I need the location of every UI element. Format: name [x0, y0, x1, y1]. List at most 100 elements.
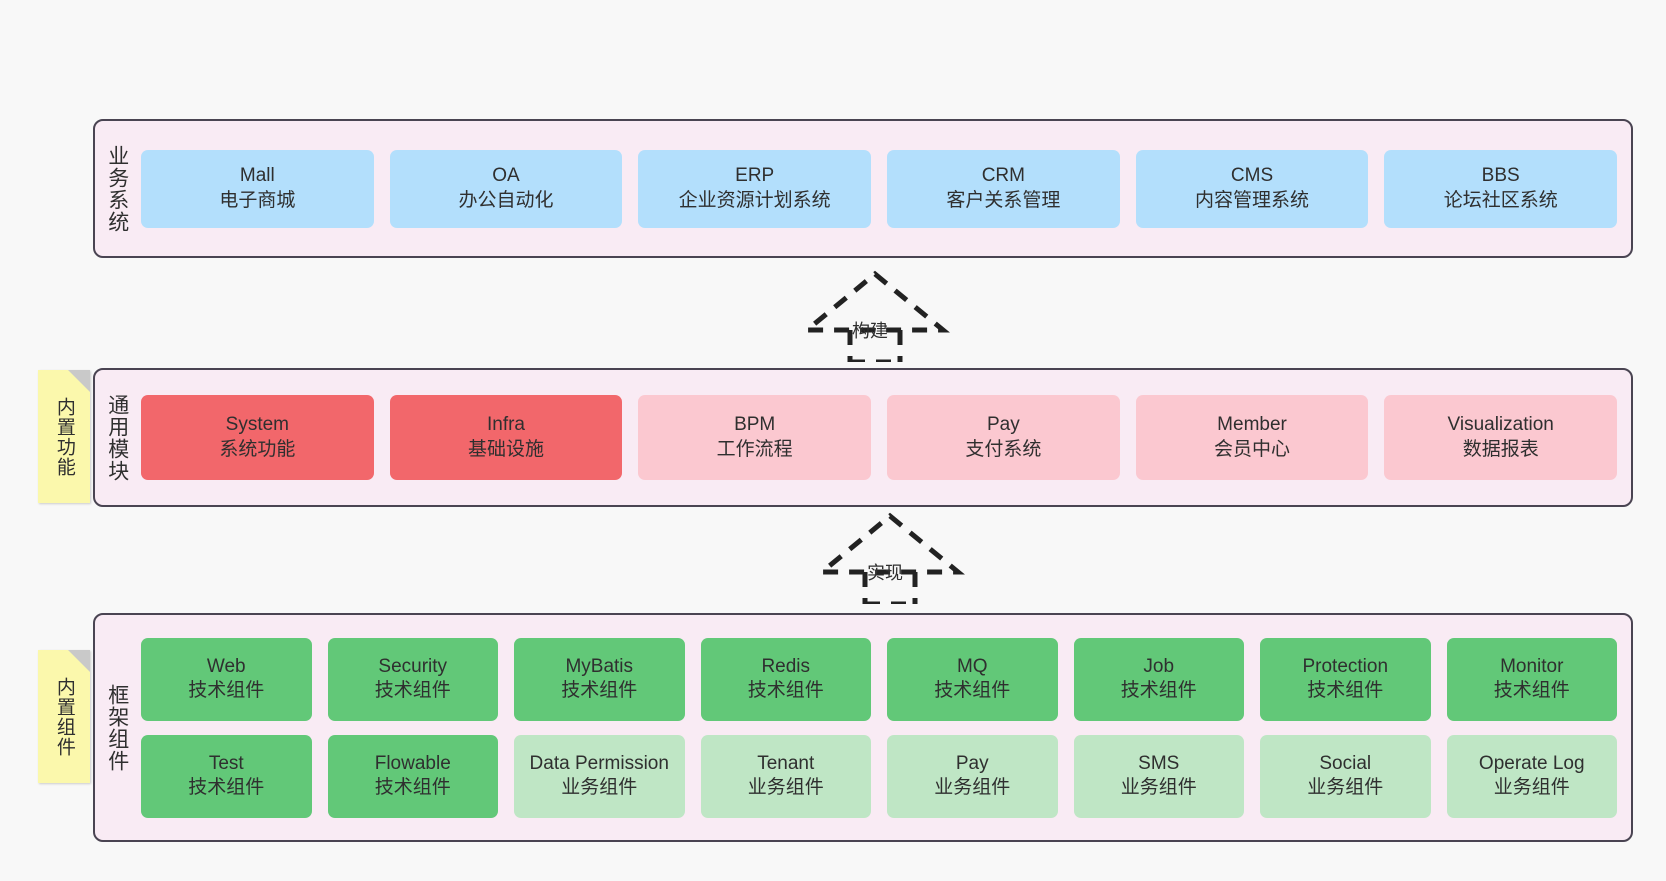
layer-body-framework-components: Web 技术组件 Security 技术组件 MyBatis 技术组件 Redi…: [139, 615, 1631, 840]
node-data-permission-en: Data Permission: [529, 752, 669, 774]
node-redis[interactable]: Redis 技术组件: [700, 637, 871, 721]
node-mybatis-en: MyBatis: [565, 655, 634, 677]
node-mall-en: Mall: [239, 165, 275, 187]
node-pay-module[interactable]: Pay 支付系统: [887, 395, 1120, 480]
node-erp-en: ERP: [735, 165, 775, 187]
node-test[interactable]: Test 技术组件: [141, 734, 312, 818]
connector-implement: 实现: [815, 512, 965, 604]
node-job-en: Job: [1143, 655, 1175, 677]
sticky-note-builtin-features-label: 内置功能: [53, 396, 75, 477]
node-cms-en: CMS: [1230, 165, 1274, 187]
node-bbs[interactable]: BBS 论坛社区系统: [1384, 149, 1618, 228]
node-bpm[interactable]: BPM 工作流程: [638, 395, 872, 480]
node-member-cn: 会员中心: [1214, 438, 1291, 460]
node-redis-cn: 技术组件: [747, 680, 824, 701]
node-social[interactable]: Social 业务组件: [1260, 734, 1431, 818]
node-job-cn: 技术组件: [1120, 680, 1197, 701]
node-system-en: System: [225, 414, 290, 436]
layer-framework-components[interactable]: 框架组件 Web 技术组件 Security 技术组件 MyBatis 技术组件…: [93, 613, 1633, 842]
node-protection[interactable]: Protection 技术组件: [1260, 637, 1431, 721]
node-infra-cn: 基础设施: [468, 438, 545, 460]
node-mq-en: MQ: [956, 655, 988, 677]
node-social-cn: 业务组件: [1307, 777, 1384, 798]
node-mall-cn: 电子商城: [219, 189, 296, 211]
node-infra[interactable]: Infra 基础设施: [389, 395, 623, 480]
node-visualization-cn: 数据报表: [1462, 438, 1539, 460]
node-pay-component[interactable]: Pay 业务组件: [887, 734, 1058, 818]
node-pay-module-en: Pay: [986, 414, 1020, 436]
node-flowable-cn: 技术组件: [374, 777, 451, 798]
connector-implement-label: 实现: [867, 563, 903, 583]
node-operate-log-cn: 业务组件: [1493, 777, 1570, 798]
layer-common-modules[interactable]: 通用模块 System 系统功能 Infra 基础设施 BPM 工作流程 Pay…: [93, 368, 1633, 507]
node-sms-en: SMS: [1138, 752, 1180, 774]
node-erp-cn: 企业资源计划系统: [678, 189, 831, 211]
node-oa-cn: 办公自动化: [458, 189, 554, 211]
row-framework-tech: Web 技术组件 Security 技术组件 MyBatis 技术组件 Redi…: [141, 637, 1617, 721]
node-job[interactable]: Job 技术组件: [1073, 637, 1244, 721]
node-crm-cn: 客户关系管理: [946, 189, 1061, 211]
node-crm-en: CRM: [981, 165, 1025, 187]
node-oa[interactable]: OA 办公自动化: [389, 149, 623, 228]
node-erp[interactable]: ERP 企业资源计划系统: [638, 149, 872, 228]
node-monitor-en: Monitor: [1500, 655, 1564, 677]
node-operate-log-en: Operate Log: [1478, 752, 1585, 774]
node-member-en: Member: [1217, 414, 1287, 436]
node-bpm-cn: 工作流程: [716, 438, 793, 460]
node-protection-cn: 技术组件: [1307, 680, 1384, 701]
node-bbs-en: BBS: [1481, 165, 1520, 187]
connector-build-arrow: [800, 270, 950, 362]
node-mq[interactable]: MQ 技术组件: [887, 637, 1058, 721]
node-member[interactable]: Member 会员中心: [1135, 395, 1369, 480]
row-business-systems: Mall 电子商城 OA 办公自动化 ERP 企业资源计划系统 CRM 客户关系…: [141, 149, 1618, 228]
layer-title-common-modules: 通用模块: [105, 393, 129, 482]
node-data-permission-cn: 业务组件: [561, 777, 638, 798]
node-cms-cn: 内容管理系统: [1195, 189, 1310, 211]
node-system[interactable]: System 系统功能: [141, 395, 374, 480]
node-sms[interactable]: SMS 业务组件: [1073, 734, 1244, 818]
node-security-en: Security: [378, 655, 448, 677]
node-data-permission[interactable]: Data Permission 业务组件: [514, 734, 685, 818]
layer-title-framework-components: 框架组件: [105, 683, 129, 772]
layer-body-common-modules: System 系统功能 Infra 基础设施 BPM 工作流程 Pay 支付系统…: [139, 370, 1631, 505]
sticky-note-builtin-components: 内置组件: [38, 650, 90, 783]
node-pay-component-cn: 业务组件: [934, 777, 1011, 798]
node-web[interactable]: Web 技术组件: [141, 637, 312, 721]
sticky-note-builtin-components-label: 内置组件: [53, 676, 75, 757]
node-pay-component-en: Pay: [955, 752, 989, 774]
row-common-modules: System 系统功能 Infra 基础设施 BPM 工作流程 Pay 支付系统…: [141, 395, 1618, 480]
node-security[interactable]: Security 技术组件: [327, 637, 498, 721]
node-social-en: Social: [1319, 752, 1372, 774]
node-mq-cn: 技术组件: [934, 680, 1011, 701]
node-test-en: Test: [208, 752, 244, 774]
node-crm[interactable]: CRM 客户关系管理: [887, 149, 1120, 228]
node-oa-en: OA: [492, 165, 520, 187]
node-mybatis[interactable]: MyBatis 技术组件: [514, 637, 685, 721]
node-flowable[interactable]: Flowable 技术组件: [327, 734, 498, 818]
layer-title-business-systems: 业务系统: [105, 144, 129, 233]
node-tenant[interactable]: Tenant 业务组件: [700, 734, 871, 818]
node-tenant-en: Tenant: [757, 752, 815, 774]
sticky-note-builtin-features: 内置功能: [38, 370, 90, 503]
node-sms-cn: 业务组件: [1120, 777, 1197, 798]
layer-business-systems[interactable]: 业务系统 Mall 电子商城 OA 办公自动化 ERP 企业资源计划系统 CRM…: [93, 119, 1633, 258]
node-bbs-cn: 论坛社区系统: [1443, 189, 1558, 211]
node-mall[interactable]: Mall 电子商城: [141, 149, 374, 228]
node-visualization[interactable]: Visualization 数据报表: [1384, 395, 1618, 480]
node-redis-en: Redis: [761, 655, 811, 677]
node-infra-en: Infra: [486, 414, 526, 436]
node-operate-log[interactable]: Operate Log 业务组件: [1446, 734, 1617, 818]
node-bpm-en: BPM: [734, 414, 776, 436]
node-monitor[interactable]: Monitor 技术组件: [1446, 637, 1617, 721]
node-web-en: Web: [206, 655, 246, 677]
row-framework-business: Test 技术组件 Flowable 技术组件 Data Permission …: [141, 734, 1617, 818]
node-test-cn: 技术组件: [188, 777, 265, 798]
connector-implement-arrow: [815, 512, 965, 604]
node-security-cn: 技术组件: [374, 680, 451, 701]
layer-body-business-systems: Mall 电子商城 OA 办公自动化 ERP 企业资源计划系统 CRM 客户关系…: [139, 121, 1631, 256]
node-pay-module-cn: 支付系统: [965, 438, 1042, 460]
node-cms[interactable]: CMS 内容管理系统: [1135, 149, 1369, 228]
node-visualization-en: Visualization: [1447, 414, 1554, 436]
node-mybatis-cn: 技术组件: [561, 680, 638, 701]
